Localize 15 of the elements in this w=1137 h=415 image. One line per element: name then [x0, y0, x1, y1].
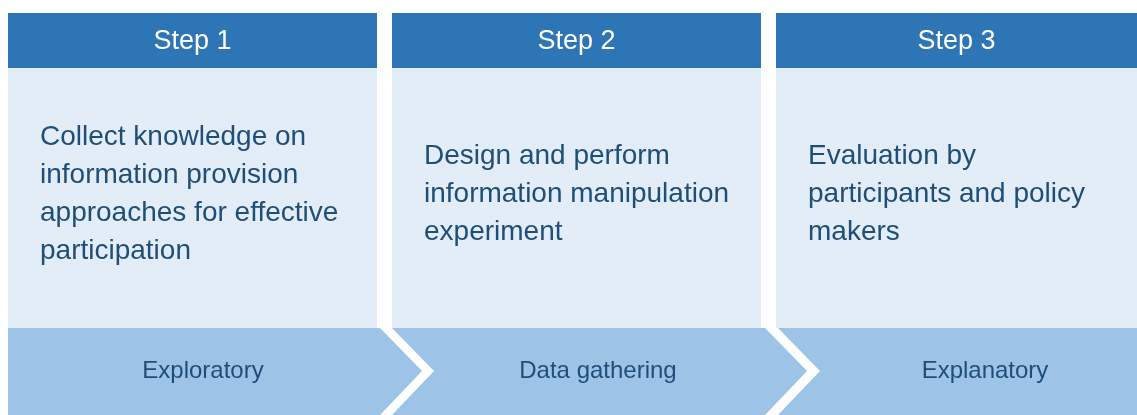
step-header: Step 1 — [8, 13, 377, 68]
step-description: Collect knowledge on information provision approaches for effective participation — [40, 119, 340, 267]
step-panel — [776, 13, 1137, 328]
phase-label: Explanatory — [921, 356, 1049, 384]
chevron-band — [392, 328, 807, 415]
phase-label: Exploratory — [142, 356, 264, 384]
chevron-band — [8, 328, 422, 415]
step-panel — [8, 13, 377, 328]
step-header: Step 2 — [392, 13, 761, 68]
step-description: Design and perform information manipulation experiment — [424, 138, 731, 248]
phase-label: Data gathering — [519, 356, 677, 384]
step-description: Evaluation by participants and policy makers — [808, 138, 1087, 248]
step-panel — [392, 13, 761, 328]
step-header: Step 3 — [776, 13, 1137, 68]
chevron-band — [778, 328, 1137, 415]
